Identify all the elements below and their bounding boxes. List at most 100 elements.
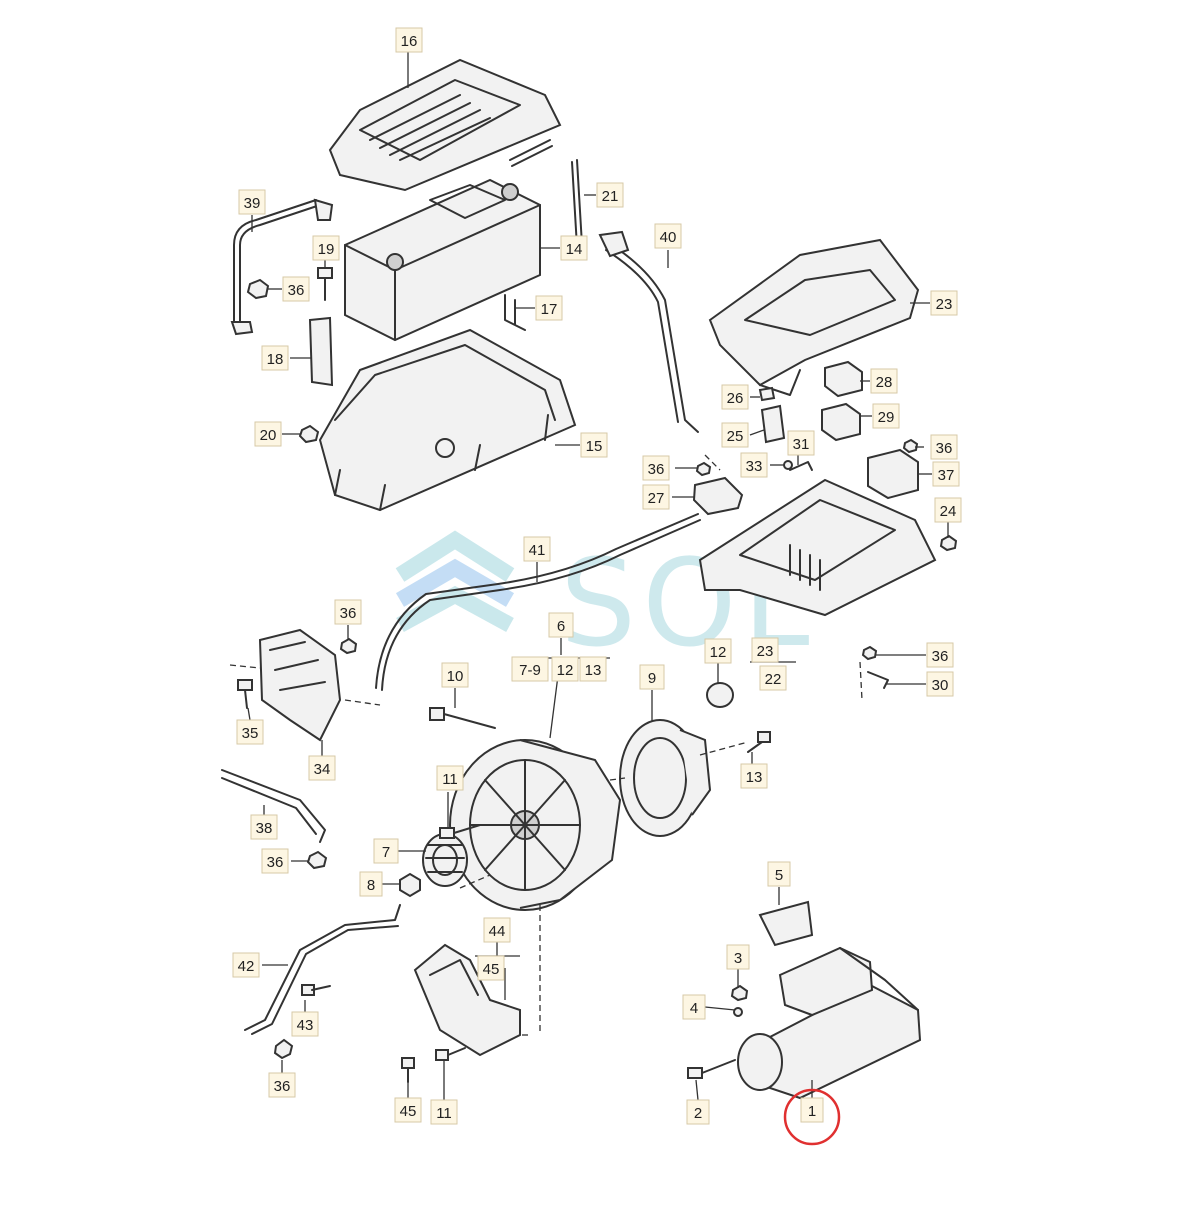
part-battery-cover (328, 58, 562, 192)
part-labels: 16 39 21 14 19 36 40 17 23 18 28 26 29 2… (232, 27, 962, 1125)
callout-12a[interactable]: 12 (551, 656, 579, 682)
callout-28[interactable]: 28 (870, 368, 898, 394)
callout-36d[interactable]: 36 (334, 599, 362, 625)
callout-36e[interactable]: 36 (926, 642, 954, 668)
svg-text:36: 36 (340, 605, 357, 622)
callout-7-9[interactable]: 7-9 (511, 656, 549, 682)
callout-24[interactable]: 24 (934, 497, 962, 523)
callout-20[interactable]: 20 (254, 421, 282, 447)
callout-8[interactable]: 8 (359, 871, 383, 897)
callout-12b[interactable]: 12 (704, 638, 732, 664)
svg-text:7: 7 (382, 844, 390, 861)
part-bracket-31 (789, 461, 813, 471)
callout-45a[interactable]: 45 (477, 955, 505, 981)
callout-36g[interactable]: 36 (268, 1072, 296, 1098)
svg-text:30: 30 (932, 677, 949, 694)
part-regulator-9 (619, 719, 712, 837)
callout-27[interactable]: 27 (642, 484, 670, 510)
svg-text:36: 36 (648, 461, 665, 478)
svg-text:24: 24 (940, 503, 957, 520)
callout-30[interactable]: 30 (926, 671, 954, 697)
part-nut-36a (246, 278, 270, 300)
part-cover-44 (413, 943, 521, 1057)
callout-40[interactable]: 40 (654, 223, 682, 249)
callout-31[interactable]: 31 (787, 430, 815, 456)
callout-14[interactable]: 14 (560, 235, 588, 261)
callout-36c[interactable]: 36 (930, 434, 958, 460)
part-relay-29 (821, 402, 861, 442)
callout-39[interactable]: 39 (238, 189, 266, 215)
callout-9[interactable]: 9 (639, 664, 665, 690)
part-connector-27 (692, 476, 744, 516)
callout-13b[interactable]: 13 (740, 763, 768, 789)
callout-22[interactable]: 22 (759, 665, 787, 691)
svg-text:40: 40 (660, 229, 677, 246)
svg-text:18: 18 (267, 351, 284, 368)
callout-18[interactable]: 18 (261, 345, 289, 371)
callout-23b[interactable]: 23 (751, 637, 779, 663)
callout-23a[interactable]: 23 (930, 290, 958, 316)
callout-33[interactable]: 33 (740, 452, 768, 478)
callout-26[interactable]: 26 (721, 384, 749, 410)
callout-11b[interactable]: 11 (430, 1099, 458, 1125)
svg-text:42: 42 (238, 958, 255, 975)
callout-44[interactable]: 44 (483, 917, 511, 943)
callout-1[interactable]: 1 (800, 1097, 824, 1123)
svg-text:29: 29 (878, 409, 895, 426)
callout-13a[interactable]: 13 (579, 656, 607, 682)
callout-41[interactable]: 41 (523, 536, 551, 562)
callout-6[interactable]: 6 (548, 612, 574, 638)
highlight-circle (783, 1088, 841, 1146)
callout-42[interactable]: 42 (232, 952, 260, 978)
callout-36b[interactable]: 36 (642, 455, 670, 481)
callout-10[interactable]: 10 (441, 662, 469, 688)
svg-text:1: 1 (808, 1103, 816, 1120)
svg-text:2: 2 (694, 1105, 702, 1122)
part-bolt-11a (439, 824, 481, 839)
part-bracket-17 (504, 294, 526, 331)
svg-text:45: 45 (400, 1103, 417, 1120)
svg-text:5: 5 (775, 867, 783, 884)
svg-text:6: 6 (557, 618, 565, 635)
part-fuse-26 (758, 386, 776, 402)
part-bush-12 (706, 682, 734, 708)
part-relay-37 (867, 448, 919, 500)
callout-5[interactable]: 5 (767, 861, 791, 887)
callout-43[interactable]: 43 (291, 1011, 319, 1037)
callout-29[interactable]: 29 (872, 403, 900, 429)
callout-7[interactable]: 7 (373, 838, 399, 864)
svg-text:7-9: 7-9 (519, 662, 541, 679)
callout-2[interactable]: 2 (686, 1099, 710, 1125)
part-bolt-2 (687, 1059, 736, 1079)
part-cable-40 (598, 230, 699, 433)
callout-16[interactable]: 16 (395, 27, 423, 53)
part-nut-20 (298, 424, 320, 444)
part-pulley-7 (422, 833, 468, 887)
callout-11a[interactable]: 11 (436, 765, 464, 791)
callout-21[interactable]: 21 (596, 182, 624, 208)
callout-35[interactable]: 35 (236, 719, 264, 745)
callout-25[interactable]: 25 (721, 422, 749, 448)
callout-38[interactable]: 38 (250, 814, 278, 840)
svg-text:16: 16 (401, 33, 418, 50)
part-fuse-carrier-34 (258, 628, 342, 742)
callout-3[interactable]: 3 (726, 944, 750, 970)
callout-17[interactable]: 17 (535, 295, 563, 321)
callout-4[interactable]: 4 (682, 994, 706, 1020)
svg-text:41: 41 (529, 542, 546, 559)
callout-19[interactable]: 19 (312, 235, 340, 261)
part-alternator (449, 739, 622, 911)
part-battery-tray (318, 328, 577, 512)
callout-36a[interactable]: 36 (282, 276, 310, 302)
callout-15[interactable]: 15 (580, 432, 608, 458)
callout-34[interactable]: 34 (308, 755, 336, 781)
dashed-assembly-lines (229, 454, 863, 1036)
svg-text:20: 20 (260, 427, 277, 444)
callout-45b[interactable]: 45 (394, 1097, 422, 1123)
svg-text:25: 25 (727, 428, 744, 445)
svg-text:13: 13 (585, 662, 602, 679)
callout-37[interactable]: 37 (932, 461, 960, 487)
callout-36f[interactable]: 36 (261, 848, 289, 874)
svg-text:44: 44 (489, 923, 506, 940)
